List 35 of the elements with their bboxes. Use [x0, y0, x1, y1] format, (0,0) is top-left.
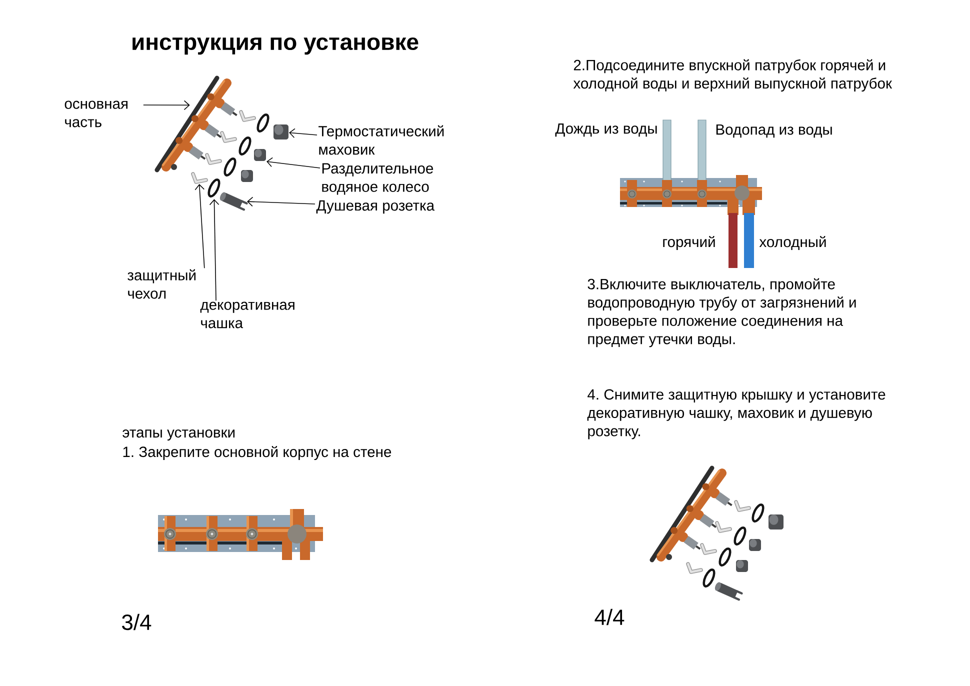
- pipe-label: холодный: [759, 236, 826, 250]
- ring: [208, 178, 220, 198]
- knob: [254, 149, 266, 161]
- section-heading: этапы установки: [122, 429, 234, 441]
- part-label: Разделительное водяное колесо: [322, 163, 434, 195]
- cover-cap: [191, 172, 208, 184]
- step-text: 1. Закрепите основной корпус на стене: [123, 446, 392, 460]
- page-title: инструкция по установке: [132, 37, 418, 55]
- knob: [241, 170, 253, 182]
- step-text: 3.Включите выключатель, промойте водопроводную трубу от загрязнений и проверьте положение соединения на предмет утечки воды.: [588, 278, 856, 348]
- leader-arrow: [209, 199, 220, 301]
- step-text: 2.Подсоедините впускной патрубок горячей и холодной воды и верхний выпускной патрубок: [573, 59, 892, 92]
- shower-outlet: [220, 192, 248, 211]
- pipe-label: Водопад из воды: [716, 124, 832, 138]
- leader-arrow: [247, 196, 316, 207]
- ring: [224, 158, 236, 176]
- part-label: Термостатический маховик: [318, 125, 444, 155]
- pipe-label: Дождь из воды: [555, 123, 657, 137]
- ring: [256, 114, 270, 132]
- knob: [274, 124, 288, 140]
- step-text: 4. Снимите защитную крышку и установите декоративную чашку, маховик и душевую розетку.: [587, 389, 886, 440]
- page-number: 4/4: [594, 608, 624, 626]
- part-label: основная часть: [64, 100, 128, 128]
- leader-arrow: [143, 100, 190, 110]
- page-number: 3/4: [122, 614, 152, 630]
- cover-cap: [239, 110, 256, 122]
- leader-arrow: [194, 184, 205, 268]
- ring: [238, 136, 252, 156]
- part-label: защитный чехол: [128, 269, 196, 299]
- pipe-label: горячий: [663, 236, 715, 250]
- leader-arrow: [289, 128, 318, 138]
- part-label: Душевая розетка: [316, 200, 435, 214]
- part-label: декоративная чашка: [200, 302, 294, 328]
- leader-arrow: [266, 157, 320, 168]
- manifold-body: [154, 76, 238, 172]
